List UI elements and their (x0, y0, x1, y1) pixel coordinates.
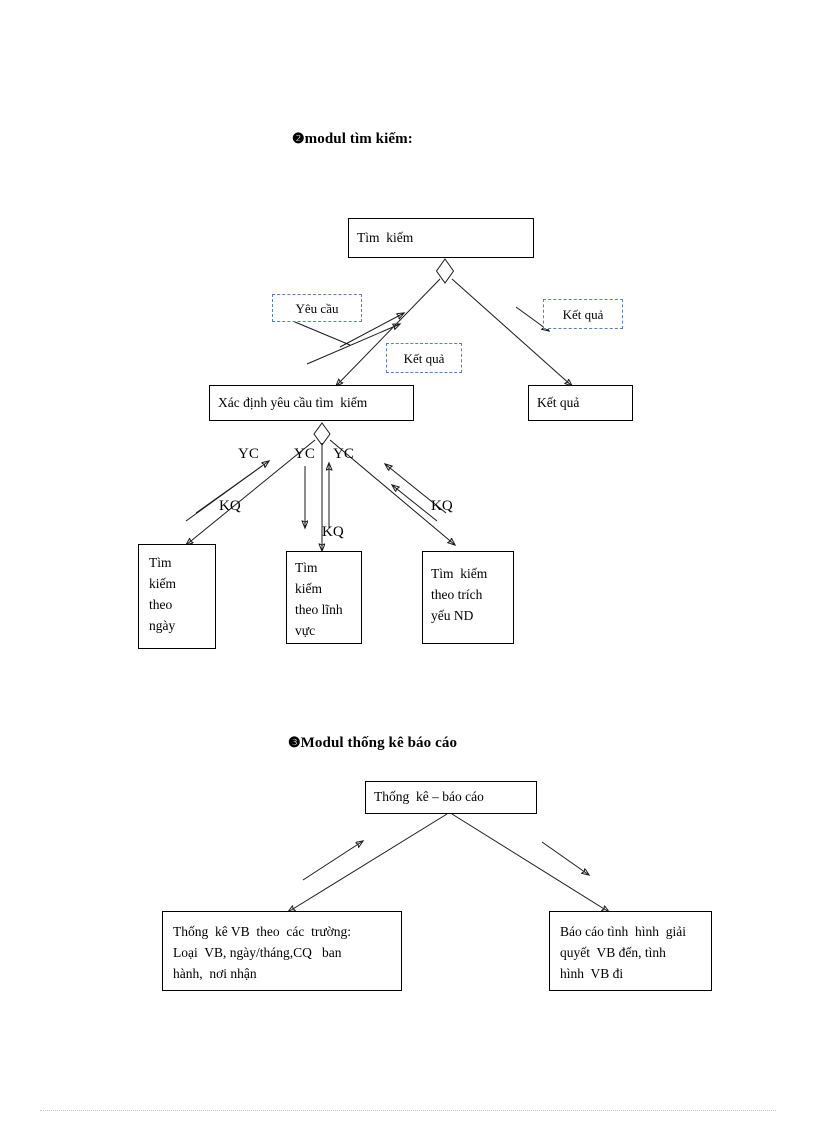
callout-result-right-label: Kết quả (562, 306, 604, 322)
node-report-document-status-line1: Báo cáo tình hình giải (560, 924, 686, 939)
node-search-by-summary[interactable]: Tìm kiếm theo trích yếu ND (422, 551, 514, 644)
section-heading-report-text: Modul thống kê báo cáo (300, 735, 458, 751)
node-search-by-field[interactable]: Tìm kiếm theo lĩnh vực (286, 551, 362, 644)
node-search-by-field-line4: vực (295, 622, 316, 638)
edge-label-kq-right: KQ (431, 498, 453, 514)
node-statistics-by-fields[interactable]: Thống kê VB theo các trường: Loại VB, ng… (162, 911, 402, 991)
node-search-by-field-line3: theo lĩnh (295, 601, 343, 617)
node-search-by-date[interactable]: Tìm kiếm theo ngày (138, 544, 216, 649)
node-search-by-date-line3: theo (149, 596, 173, 612)
node-search-result[interactable]: Kết quả (528, 385, 633, 421)
node-search-by-field-line1: Tìm (295, 560, 318, 575)
callout-result-middle-label: Kết quả (403, 350, 445, 366)
node-define-search-request-label: Xác định yêu cầu tìm kiếm (218, 394, 368, 410)
node-report-document-status-line2: quyết VB đến, tình (560, 944, 666, 960)
section-heading-report: ❸Modul thống kê báo cáo (288, 735, 457, 752)
edge-label-yc-middle: YC (294, 446, 315, 462)
node-define-search-request[interactable]: Xác định yêu cầu tìm kiếm (209, 385, 414, 421)
node-report-document-status[interactable]: Báo cáo tình hình giải quyết VB đến, tìn… (549, 911, 712, 991)
node-report-root[interactable]: Thống kê – báo cáo (365, 781, 537, 814)
node-report-document-status-line3: hình VB đi (560, 965, 624, 981)
node-search-by-date-line4: ngày (149, 617, 176, 633)
footer-rule (40, 1110, 776, 1111)
edge-label-yc-left: YC (238, 446, 259, 462)
node-search-by-field-line2: kiếm (295, 580, 322, 596)
node-search-by-summary-line2: theo trích (431, 586, 483, 602)
bullet-marker-2: ❷ (292, 132, 305, 147)
node-search-by-summary-line3: yếu ND (431, 607, 474, 623)
node-search-by-summary-line1: Tìm kiếm (431, 566, 488, 581)
node-statistics-by-fields-line1: Thống kê VB theo các trường: (173, 924, 352, 939)
edge-label-kq-left: KQ (219, 498, 241, 514)
section-heading-search-text: modul tìm kiếm: (304, 131, 413, 147)
node-report-root-label: Thống kê – báo cáo (374, 789, 484, 805)
edge-label-yc-right: YC (333, 446, 354, 462)
bullet-marker-3: ❸ (288, 736, 301, 751)
node-search-result-label: Kết quả (537, 394, 580, 410)
callout-request-left: Yêu cầu (272, 294, 362, 322)
node-statistics-by-fields-line3: hành, nơi nhận (173, 965, 257, 981)
node-search-root-label: Tìm kiếm (357, 229, 414, 245)
edge-label-kq-middle: KQ (322, 524, 344, 540)
callout-result-middle: Kết quả (386, 343, 462, 373)
section-heading-search: ❷modul tìm kiếm: (292, 131, 413, 148)
node-statistics-by-fields-line2: Loại VB, ngày/tháng,CQ ban (173, 944, 342, 960)
callout-request-left-label: Yêu cầu (295, 300, 339, 316)
callout-result-right: Kết quả (543, 299, 623, 329)
node-search-by-date-line1: Tìm (149, 555, 172, 570)
node-search-root[interactable]: Tìm kiếm (348, 218, 534, 258)
node-search-by-date-line2: kiếm (149, 575, 176, 591)
